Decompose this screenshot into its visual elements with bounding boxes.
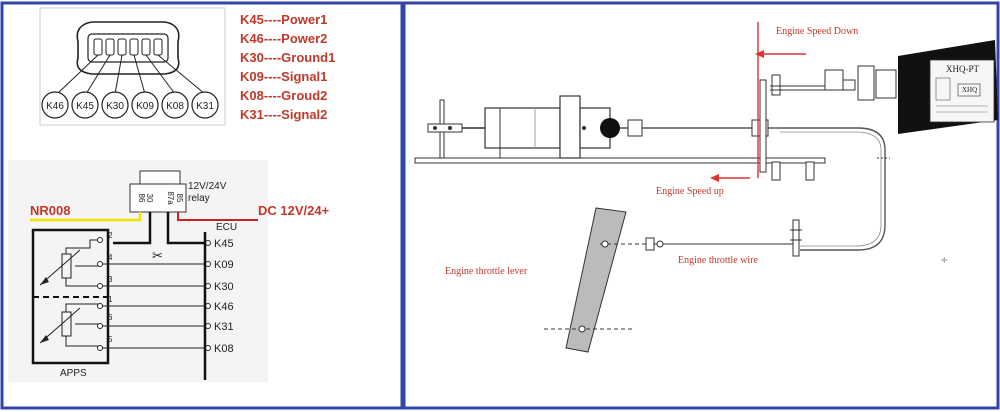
relay-label: 12V/24V — [188, 181, 227, 192]
actuator-logo: XHQ — [962, 86, 977, 94]
pinout-item: K45----Power1 — [240, 12, 328, 27]
svg-text:+: + — [940, 255, 948, 266]
scissors-icon: ✂ — [152, 249, 163, 264]
throttle-wire-label: Engine throttle wire — [678, 255, 759, 266]
pinout-item: K08----Groud2 — [240, 88, 328, 103]
apps-label: APPS — [60, 368, 87, 379]
left-panel-border — [0, 1, 404, 410]
supply-label: DC 12V/24+ — [258, 203, 330, 218]
apps-pin-number: 3 — [108, 275, 113, 284]
pinout-item: K30----Ground1 — [240, 50, 336, 65]
nr-wire — [30, 212, 142, 222]
speed-down-label: Engine Speed Down — [776, 26, 858, 37]
pinout-item: K09----Signal1 — [240, 69, 328, 84]
connector-illustration: K46 K45 K30 K09 K08 K31 — [39, 7, 226, 126]
connector-pin-label: K46 — [46, 101, 64, 112]
supply-wire — [177, 212, 258, 221]
arrow-left-icon — [710, 174, 719, 182]
apps-pin-number: 4 — [108, 253, 113, 262]
wiring-schematic: 30 86 87a 85 12V/24V relay NR008 DC 12V/… — [8, 160, 330, 382]
throttle-lever-label: Engine throttle lever — [445, 266, 528, 277]
ecu-pin-label: K08 — [214, 343, 234, 355]
actuator-cylinder — [484, 107, 561, 149]
apps-pin-number: 6 — [108, 313, 113, 322]
connector-pin-label: K31 — [196, 101, 214, 112]
pinout-item: K46----Power2 — [240, 31, 328, 46]
relay-terminal: 86 — [137, 194, 146, 203]
apps-pin-number: 5 — [108, 335, 113, 344]
ecu-pin-label: K45 — [214, 238, 234, 250]
pinout-item: K31----Signal2 — [240, 107, 328, 122]
xhq-actuator: XHQ-PT XHQ — [898, 40, 998, 134]
relay-label: relay — [188, 193, 210, 204]
throttle-lever — [565, 207, 627, 353]
relay-terminal: 87a — [166, 191, 175, 205]
connector-pin-label: K45 — [76, 101, 94, 112]
connector-pin-label: K30 — [106, 101, 124, 112]
ecu-pin-label: K09 — [214, 259, 234, 271]
arrow-left-icon — [755, 50, 764, 58]
ecu-pin-label: K46 — [214, 301, 234, 313]
actuator-brand: XHQ-PT — [946, 64, 980, 74]
throttle-assembly-drawing: Engine Speed Down Engine Speed up XHQ-PT… — [414, 22, 998, 353]
ecu-pin-label: K31 — [214, 321, 234, 333]
apps-pin-number: 1 — [108, 295, 113, 304]
relay-terminal: 85 — [175, 194, 184, 203]
right-panel-border — [402, 1, 1000, 410]
apps-pin-number: 2 — [108, 231, 113, 240]
ecu-pin-label: K30 — [214, 281, 234, 293]
connector-pin-label: K09 — [136, 101, 154, 112]
speed-up-label: Engine Speed up — [656, 186, 724, 197]
relay-terminal: 30 — [145, 194, 154, 203]
ecu-label: ECU — [216, 222, 237, 233]
pinout-list: K45----Power1 K46----Power2 K30----Groun… — [240, 10, 335, 124]
connector-pin-label: K08 — [166, 101, 184, 112]
nr-label: NR008 — [30, 203, 70, 218]
